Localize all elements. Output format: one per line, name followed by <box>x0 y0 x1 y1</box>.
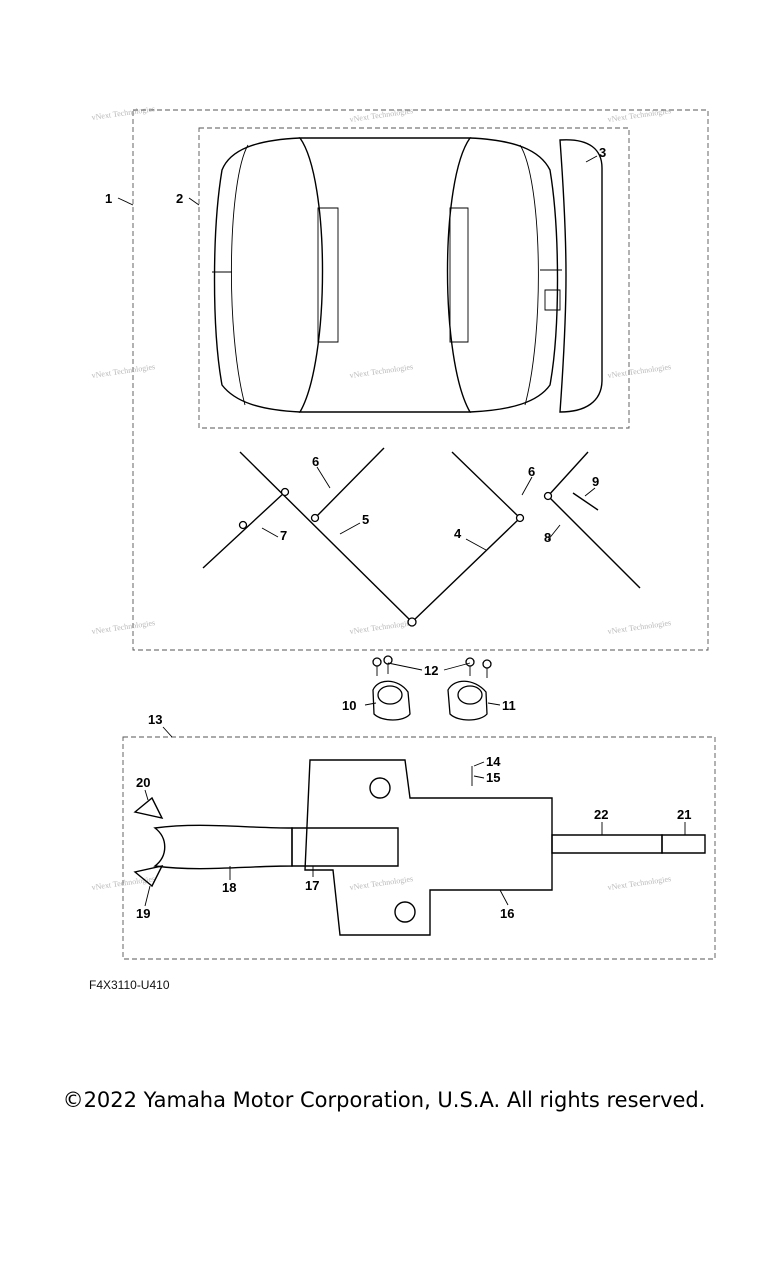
watermark: vNext Technologies <box>607 362 672 380</box>
callout-1: 1 <box>105 191 112 206</box>
frame-illustration <box>202 447 641 627</box>
watermark: vNext Technologies <box>91 362 156 380</box>
brackets-illustration <box>372 655 492 721</box>
watermark: vNext Technologies <box>349 874 414 892</box>
callout-14: 14 <box>486 754 501 769</box>
callout-17: 17 <box>305 878 319 893</box>
diagram-reference-code: F4X3110-U410 <box>89 978 170 992</box>
boot-strap <box>544 289 561 311</box>
watermark: vNext Technologies <box>349 618 414 636</box>
copyright-notice: ©2022 Yamaha Motor Corporation, U.S.A. A… <box>62 1088 706 1112</box>
callout-9: 9 <box>592 474 599 489</box>
watermark: vNext Technologies <box>349 362 414 380</box>
cover-illustration <box>133 759 706 936</box>
callout-10: 10 <box>342 698 356 713</box>
callout-3: 3 <box>599 145 606 160</box>
callout-6b: 6 <box>528 464 535 479</box>
watermark: vNext Technologies <box>607 106 672 124</box>
canvas-top-illustration <box>212 137 562 413</box>
callout-labels: 1 2 3 4 5 6 6 7 8 9 10 11 12 13 14 15 16… <box>105 145 691 921</box>
watermark: vNext Technologies <box>91 104 156 122</box>
watermark: vNext Technologies <box>349 106 414 124</box>
boot-illustration <box>559 139 603 413</box>
callout-15: 15 <box>486 770 500 785</box>
callout-6a: 6 <box>312 454 319 469</box>
watermark: vNext Technologies <box>607 874 672 892</box>
callout-8: 8 <box>544 530 551 545</box>
group-box-canvas <box>198 127 630 429</box>
callout-20: 20 <box>136 775 150 790</box>
callout-7: 7 <box>280 528 287 543</box>
callout-21: 21 <box>677 807 691 822</box>
callout-19: 19 <box>136 906 150 921</box>
group-box-cover <box>122 736 716 960</box>
callout-16: 16 <box>500 906 514 921</box>
watermark: vNext Technologies <box>607 618 672 636</box>
watermarks: vNext Technologies vNext Technologies vN… <box>91 104 672 892</box>
callout-12: 12 <box>424 663 438 678</box>
leader-lines <box>117 155 686 907</box>
callout-13: 13 <box>148 712 162 727</box>
callout-11: 11 <box>502 698 516 713</box>
group-box-bimini-top <box>132 109 709 651</box>
callout-2: 2 <box>176 191 183 206</box>
watermark: vNext Technologies <box>91 618 156 636</box>
callout-18: 18 <box>222 880 236 895</box>
callout-4: 4 <box>454 526 462 541</box>
callout-22: 22 <box>594 807 608 822</box>
callout-5: 5 <box>362 512 369 527</box>
